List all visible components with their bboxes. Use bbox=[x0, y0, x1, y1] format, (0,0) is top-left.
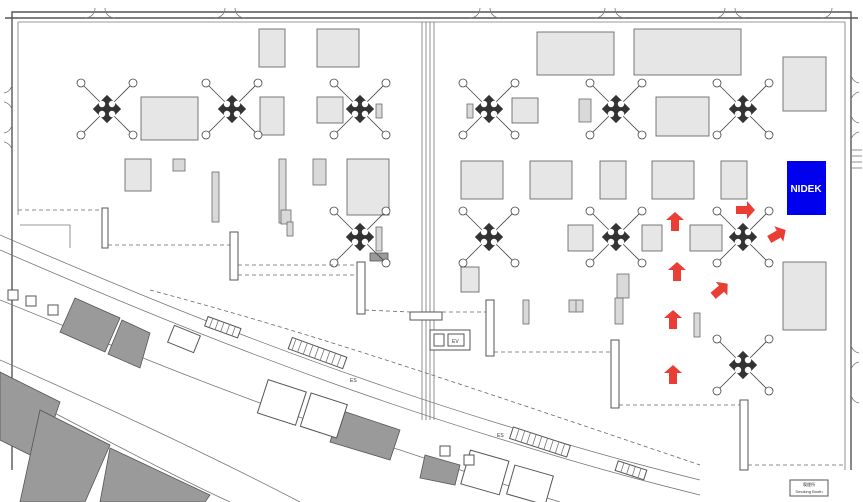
central-divider bbox=[421, 22, 435, 420]
escalator-1-label: ES bbox=[350, 378, 357, 384]
escalator-1[interactable]: ES bbox=[204, 315, 358, 384]
elevator-label: EV bbox=[452, 339, 459, 345]
booths-right-hall bbox=[460, 28, 827, 338]
pillar bbox=[329, 78, 391, 140]
left-doors bbox=[3, 84, 13, 151]
pillar bbox=[585, 206, 647, 268]
escalator-2-label: ES bbox=[497, 433, 504, 439]
route-arrow bbox=[664, 310, 682, 329]
smoking-booth-label-jp: 喫煙所 bbox=[803, 481, 815, 487]
route-arrow bbox=[668, 262, 686, 281]
elevator[interactable]: EV bbox=[429, 329, 471, 351]
route-arrow bbox=[664, 365, 682, 384]
partitions bbox=[18, 207, 845, 471]
nidek-booth[interactable]: NIDEK bbox=[787, 161, 826, 215]
route-arrow bbox=[736, 201, 755, 219]
pillar bbox=[76, 78, 138, 140]
pillar bbox=[458, 78, 520, 140]
smoking-booth-label-en: Smoking Booth bbox=[795, 489, 822, 494]
escalator-2[interactable]: ES bbox=[497, 426, 648, 481]
pillar bbox=[712, 206, 774, 268]
route-arrows bbox=[664, 201, 786, 384]
route-arrow bbox=[666, 212, 684, 231]
smoking-booth[interactable]: 喫煙所 Smoking Booth bbox=[789, 479, 829, 497]
pillar bbox=[458, 206, 520, 268]
top-doors bbox=[84, 7, 833, 19]
route-arrow bbox=[767, 226, 786, 243]
pillar bbox=[712, 78, 774, 140]
right-doors bbox=[850, 74, 862, 404]
pillar bbox=[201, 78, 263, 140]
pillar bbox=[585, 78, 647, 140]
nidek-label: NIDEK bbox=[790, 184, 822, 195]
pillars bbox=[76, 78, 774, 396]
pillar bbox=[712, 334, 774, 396]
route-arrow bbox=[710, 281, 728, 299]
booths-left-hall bbox=[124, 28, 390, 262]
lower-building bbox=[0, 234, 701, 502]
